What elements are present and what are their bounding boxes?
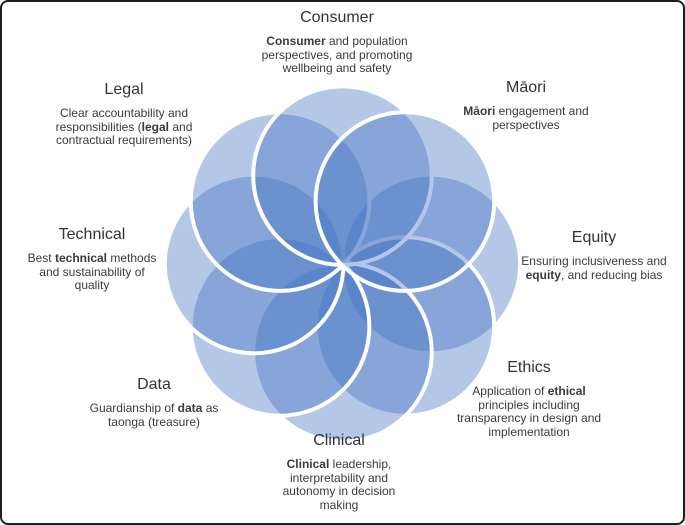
segment-legal-label: Legal (104, 81, 144, 98)
segment-equity-description: Ensuring inclusiveness and equity, and r… (521, 254, 667, 282)
segment-legal: Legal Clear accountability and responsib… (49, 80, 199, 148)
segment-maori: Māori Māori engagement and perspectives (460, 78, 592, 132)
segment-clinical: Clinical Clinical leadership, interpreta… (276, 431, 402, 512)
segment-technical: Technical Best technical methods and sus… (27, 225, 157, 293)
segment-ethics-description: Application of ethical principles includ… (456, 384, 602, 439)
segment-clinical-description: Clinical leadership, interpretability an… (282, 457, 396, 512)
segment-ethics-label: Ethics (507, 359, 551, 376)
segment-consumer-description: Consumer and population perspectives, an… (261, 34, 413, 75)
segment-clinical-label: Clinical (313, 432, 365, 449)
segment-data-label: Data (137, 376, 171, 393)
segment-data: Data Guardianship of data as taonga (tre… (86, 375, 222, 429)
segment-consumer: Consumer Consumer and population perspec… (257, 8, 417, 76)
segment-equity-label: Equity (571, 229, 617, 246)
segment-legal-description: Clear accountability and responsibilitie… (55, 106, 193, 147)
segment-technical-label: Technical (58, 226, 126, 243)
segment-maori-description: Māori engagement and perspectives (463, 104, 589, 132)
segment-equity: Equity Ensuring inclusiveness and equity… (516, 228, 672, 282)
segment-technical-description: Best technical methods and sustainabilit… (27, 251, 157, 292)
petal-maori (313, 110, 497, 293)
segment-maori-label: Māori (505, 79, 546, 96)
segment-ethics: Ethics Application of ethical principles… (454, 358, 604, 439)
segment-consumer-label: Consumer (300, 9, 374, 26)
segment-data-description: Guardianship of data as taonga (treasure… (89, 401, 219, 429)
